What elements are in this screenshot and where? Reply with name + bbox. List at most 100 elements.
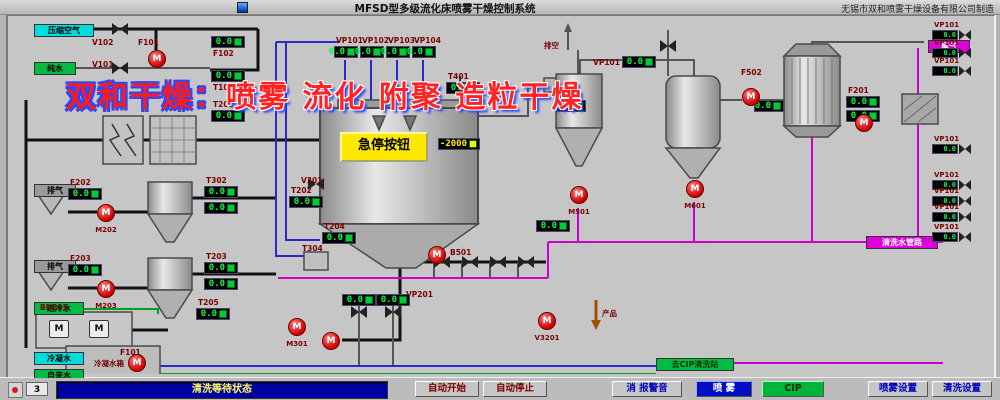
valve-label: VP101	[934, 57, 960, 65]
valve-icon[interactable]	[959, 48, 971, 58]
value-display: 0.0	[204, 202, 238, 214]
value-display: 0.0	[754, 100, 784, 112]
value-display: 0.0	[204, 278, 238, 290]
stream-tag: 压缩空气	[34, 24, 94, 37]
display-label: F201	[848, 86, 869, 95]
valve-icon[interactable]	[959, 212, 971, 222]
display-value: 0.0	[556, 101, 573, 111]
valve-label: VP101	[934, 223, 960, 231]
button-mute-alarm[interactable]: 消 报警音	[612, 381, 682, 397]
value-display: 0.0 F203	[68, 254, 102, 276]
pump-label: M501	[568, 208, 590, 216]
display-value: 0.0	[328, 47, 345, 57]
emergency-stop-button[interactable]: 急停按钮	[340, 132, 428, 162]
stream-tag: 去CIP清洗站	[656, 358, 734, 371]
status-message: 清洗等待状态	[56, 381, 388, 399]
pump-icon: M	[49, 320, 69, 338]
valve-label: VP101	[934, 21, 960, 29]
pump-label: M601	[684, 202, 706, 210]
display-label: T102	[213, 83, 234, 92]
equipment-label: V102	[92, 38, 114, 47]
display-value: 0.0	[540, 221, 557, 231]
alarm-indicator-icon	[8, 382, 23, 398]
pump-icon: M	[148, 50, 166, 68]
button-auto-stop[interactable]: 自动停止	[483, 381, 547, 397]
display-label: VP102	[362, 36, 389, 45]
valve-label: VP101	[934, 203, 960, 211]
stream-tag: 清洗水管路	[866, 236, 938, 249]
display-value: 0.0	[326, 233, 343, 243]
stream-tag: 自来水	[34, 369, 84, 378]
display-label: VP104	[414, 36, 441, 45]
value-display: -2000	[438, 138, 480, 150]
equipment-label: B501	[450, 248, 472, 257]
stream-tag: 纯水	[34, 62, 76, 75]
display-value: 0.0	[380, 47, 397, 57]
display-value: 0.0	[200, 309, 217, 319]
status-dot-icon	[869, 98, 877, 106]
button-clean-settings[interactable]: 清洗设置	[932, 381, 992, 397]
equipment-label: V101	[92, 60, 114, 69]
valve-icon[interactable]	[959, 180, 971, 190]
value-display: 0.0	[932, 48, 958, 58]
display-label: F203	[70, 254, 91, 263]
valve-icon[interactable]	[959, 196, 971, 206]
status-dot-icon	[575, 102, 583, 110]
status-dot-icon	[227, 264, 235, 272]
valve-label: VP101	[934, 171, 960, 179]
display-label: VP103	[388, 36, 415, 45]
display-value: 0.0	[72, 265, 89, 275]
button-auto-start[interactable]: 自动开始	[415, 381, 479, 397]
pump-icon: M	[128, 354, 146, 372]
manufacturer-text: 无锡市双和喷雾干燥设备有限公司制造	[840, 5, 994, 15]
valve-icon[interactable]	[959, 232, 971, 242]
status-dot-icon	[227, 280, 235, 288]
stream-tag: 排气	[34, 184, 76, 197]
status-dot-icon	[645, 58, 653, 66]
display-value: 0.0	[450, 83, 467, 93]
pump-icon: M	[742, 88, 760, 106]
status-dot-icon	[347, 48, 355, 56]
value-display: 0.0	[536, 220, 570, 232]
value-display: 0.0 VP103	[381, 36, 415, 58]
valve-icon[interactable]	[959, 66, 971, 76]
button-spray[interactable]: 喷 雾	[696, 381, 752, 397]
status-dot-icon	[365, 296, 373, 304]
valve-icon[interactable]	[959, 144, 971, 154]
equipment-label: VP201	[406, 290, 433, 299]
status-dot-icon	[234, 72, 242, 80]
valve-icon[interactable]	[959, 30, 971, 40]
valve-label: VP101	[934, 39, 960, 47]
display-value: 0.0	[215, 111, 232, 121]
valve-label: VP101	[934, 187, 960, 195]
status-dot-icon	[559, 222, 567, 230]
button-cip[interactable]: CIP	[762, 381, 824, 397]
pipes-and-equipment	[24, 23, 943, 374]
display-label: VP101	[593, 58, 620, 67]
display-label: T201	[213, 100, 234, 109]
title-bar: MFSD型多级流化床喷雾干燥控制系统 无锡市双和喷雾干燥设备有限公司制造	[0, 0, 1000, 15]
display-value: 0.0	[380, 295, 397, 305]
display-value: 0.0	[626, 57, 643, 67]
status-dot-icon	[469, 140, 477, 148]
button-spray-settings[interactable]: 喷雾设置	[868, 381, 928, 397]
display-value: 0.0	[354, 47, 371, 57]
value-display: 0.0	[556, 100, 586, 112]
